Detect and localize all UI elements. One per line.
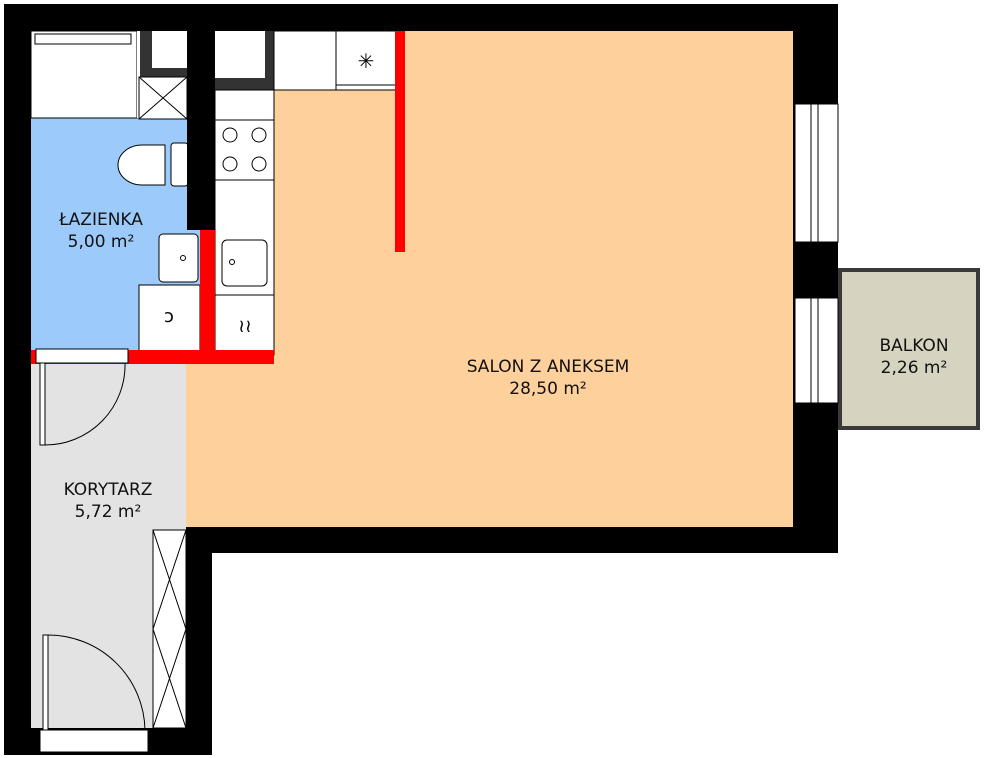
room-area: 28,50 m² bbox=[509, 379, 587, 399]
dishwasher-icon bbox=[214, 294, 275, 356]
salon-floor bbox=[186, 31, 793, 527]
window-upper bbox=[794, 103, 839, 243]
room-name: BALKON bbox=[879, 336, 949, 356]
kitchen-sink-drain bbox=[229, 259, 235, 265]
kitchen-upper-counter bbox=[273, 30, 337, 91]
fridge-icon bbox=[335, 30, 398, 91]
balcony-floor bbox=[838, 268, 980, 430]
room-label-corridor: KORYTARZ 5,72 m² bbox=[64, 479, 153, 523]
heat-icon: ≀≀ bbox=[238, 316, 252, 337]
bathroom-door[interactable] bbox=[35, 348, 129, 446]
toilet-icon bbox=[117, 144, 166, 186]
shower-icon bbox=[138, 284, 201, 352]
shower-symbol-icon: ↄ bbox=[164, 306, 174, 327]
washing-machine bbox=[30, 30, 138, 119]
room-name: ŁAZIENKA bbox=[59, 210, 143, 230]
toilet-tank bbox=[170, 142, 189, 187]
bathroom-sink-icon bbox=[158, 233, 199, 283]
room-name: SALON Z ANEKSEM bbox=[466, 357, 630, 377]
walls bbox=[4, 4, 838, 755]
shaft-wall bbox=[140, 31, 187, 77]
snowflake-icon: ✳ bbox=[358, 49, 375, 73]
kitchen-shaft-inner bbox=[215, 31, 265, 78]
entrance-door[interactable] bbox=[39, 634, 149, 753]
room-area: 5,72 m² bbox=[74, 502, 142, 522]
room-area: 2,26 m² bbox=[880, 358, 948, 378]
room-label-bathroom: ŁAZIENKA 5,00 m² bbox=[59, 209, 143, 253]
window-balcony-door bbox=[794, 297, 839, 404]
shaft-cross-icon bbox=[138, 76, 188, 120]
stove-icon bbox=[214, 119, 275, 181]
room-name: KORYTARZ bbox=[63, 480, 153, 500]
room-area: 5,00 m² bbox=[67, 232, 135, 252]
wardrobe bbox=[152, 529, 187, 729]
room-label-balcony: BALKON 2,26 m² bbox=[879, 335, 948, 379]
room-label-salon: SALON Z ANEKSEM 28,50 m² bbox=[467, 356, 630, 400]
sink-drain bbox=[180, 255, 186, 261]
kitchen-sink-icon bbox=[221, 239, 268, 287]
washer-bar bbox=[34, 33, 132, 45]
